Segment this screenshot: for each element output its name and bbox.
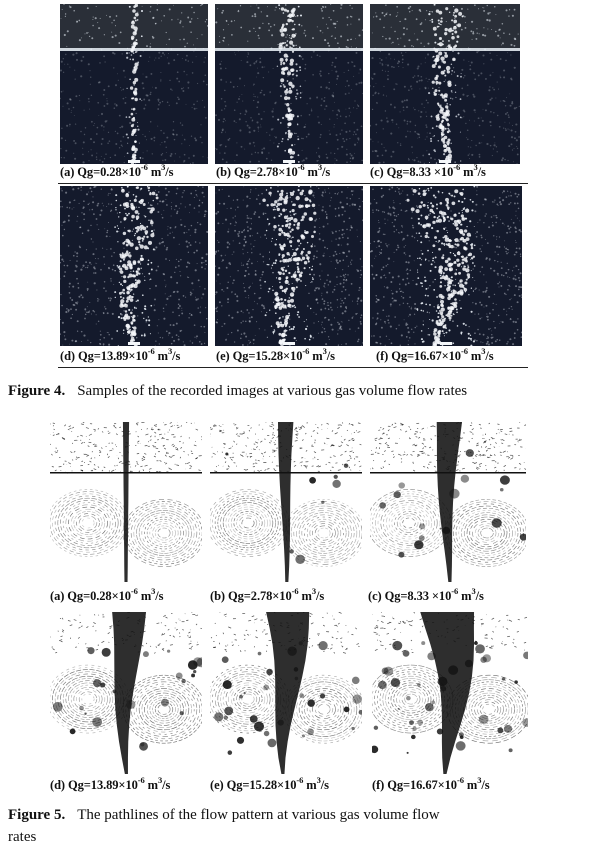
fig5-image-a <box>50 422 202 582</box>
fig4-caption-underline-bottom <box>58 367 528 368</box>
fig5-caption-d: (d) Qg=13.89×10-6 m3/s <box>50 775 171 793</box>
fig4-caption-underline-top <box>58 183 528 184</box>
figure4-caption-text: Samples of the recorded images at variou… <box>77 383 468 399</box>
figure5-label: Figure 5. <box>8 807 66 823</box>
fig4-image-d <box>60 186 208 346</box>
fig5-image-c <box>370 422 526 582</box>
fig5-image-d <box>50 612 202 774</box>
fig5-caption-c: (c) Qg=8.33 ×10-6 m3/s <box>368 586 484 604</box>
figure5-caption-text: The pathlines of the flow pattern at var… <box>77 807 440 823</box>
fig5-image-e <box>210 612 362 774</box>
fig4-caption-f: (f) Qg=16.67×10-6 m3/s <box>376 346 494 364</box>
fig4-image-c <box>370 4 520 164</box>
fig5-caption-e: (e) Qg=15.28×10-6 m3/s <box>210 775 329 793</box>
fig4-image-f <box>370 186 522 346</box>
fig5-caption-f: (f) Qg=16.67×10-6 m3/s <box>372 775 490 793</box>
fig4-caption-a: (a) Qg=0.28×10-6 m3/s <box>60 162 174 180</box>
fig4-caption-b: (b) Qg=2.78×10-6 m3/s <box>216 162 331 180</box>
figure5-caption: Figure 5. The pathlines of the flow patte… <box>8 807 440 824</box>
fig4-caption-c: (c) Qg=8.33 ×10-6 m3/s <box>370 162 486 180</box>
fig5-image-b <box>210 422 362 582</box>
fig4-image-e <box>215 186 363 346</box>
fig4-caption-e: (e) Qg=15.28×10-6 m3/s <box>216 346 335 364</box>
figure4-caption: Figure 4. Samples of the recorded images … <box>8 383 467 400</box>
fig5-caption-b: (b) Qg=2.78×10-6 m3/s <box>210 586 325 604</box>
figure5-caption-line2: rates <box>8 829 37 845</box>
fig4-image-b <box>215 4 363 164</box>
fig4-image-a <box>60 4 208 164</box>
figure4-label: Figure 4. <box>8 383 66 399</box>
fig5-caption-a: (a) Qg=0.28×10-6 m3/s <box>50 586 164 604</box>
fig4-caption-d: (d) Qg=13.89×10-6 m3/s <box>60 346 181 364</box>
fig5-image-f <box>372 612 528 774</box>
